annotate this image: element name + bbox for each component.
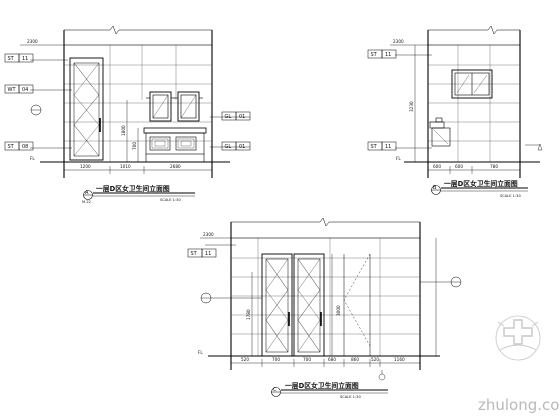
floor-level-mark: FL (198, 350, 203, 355)
tag-code: GL (225, 144, 232, 150)
top-dimension: 2300 (203, 232, 214, 237)
tag-number: 11 (385, 144, 391, 150)
index-letter: B (433, 185, 437, 191)
tag-number: 04 (22, 87, 28, 93)
bottom-dimension: 680 (328, 357, 336, 362)
mirror-left (146, 91, 175, 122)
vanity-side-profile (429, 117, 451, 147)
vertical-dimension: 1800 (121, 125, 126, 136)
bottom-dimension: 600 (433, 164, 441, 169)
watermark-logo (495, 315, 541, 361)
tag-number: 08 (22, 144, 28, 150)
vertical-dimension: 1780 (246, 309, 251, 320)
top-dimension: 2300 (27, 39, 38, 44)
bottom-dimension: 700 (303, 357, 311, 362)
tag-code: ST (8, 144, 15, 150)
tag-number: 11 (205, 251, 211, 257)
elevation-c-tags: ST 11 2300 FL 1780 3000 520 700 700 680 … (187, 232, 405, 399)
door-c-left (261, 253, 293, 357)
tag-number: 11 (385, 52, 391, 58)
index-letter: C (273, 387, 277, 393)
elevation-b (390, 25, 543, 195)
tag-number: 01 (239, 114, 245, 120)
tag-code: ST (371, 144, 378, 150)
tag-code: WT (8, 87, 17, 93)
vertical-dimension: 700 (132, 142, 137, 150)
bottom-dimension: 520 (241, 357, 249, 362)
top-dimension: 2300 (393, 39, 404, 44)
bottom-dimension: 1010 (120, 164, 131, 169)
floor-level-mark: FL (30, 156, 35, 161)
window-b (451, 69, 493, 99)
mirror-right (174, 91, 203, 122)
material-tag (187, 248, 217, 258)
bottom-dimension: 700 (272, 357, 280, 362)
scale-note: SCALE 1:30 (500, 194, 521, 198)
vertical-dimension: 3000 (336, 305, 341, 316)
bottom-dimension: 780 (490, 164, 498, 169)
scale-note: SCALE 1:30 (340, 395, 361, 399)
tag-code: GL (225, 114, 232, 120)
bottom-dimension: 600 (455, 164, 463, 169)
elevation-title: 一层D区女卫生间立面图 (444, 179, 518, 188)
tag-code: ST (191, 251, 198, 257)
floor-level-mark: FL (396, 156, 401, 161)
index-letter: A (85, 190, 89, 196)
elevation-a (20, 25, 250, 200)
door-a (69, 57, 104, 161)
opening-c (343, 253, 371, 356)
tag-code: ST (8, 56, 15, 62)
watermark-text: zhulong.com (478, 396, 560, 414)
index-sheet: M-22 (82, 200, 91, 204)
door-c-right (293, 253, 325, 357)
elevation-title: 一层D区女卫生间立面图 (285, 381, 359, 390)
elevation-b-tags: ST 11 ST 11 2300 3230 FL 600 600 780 B 一… (367, 39, 521, 198)
bottom-dimension: 520 (371, 357, 379, 362)
tag-number: 11 (22, 56, 28, 62)
elevation-c (200, 217, 462, 397)
material-tag (4, 53, 251, 151)
bottom-dimension: 860 (351, 357, 359, 362)
bottom-dimension: 1160 (394, 357, 405, 362)
elevation-title: 一层D区女卫生间立面图 (96, 184, 170, 193)
bottom-dimension: 2680 (170, 164, 181, 169)
elevation-a-tags: ST 11 WT 04 ST 08 GL 01 GL 01 2300 FL 12… (4, 39, 251, 204)
vertical-dimension: 3230 (409, 101, 414, 112)
material-tag (367, 49, 397, 151)
bottom-dimension: 1200 (80, 164, 91, 169)
tag-code: ST (371, 52, 378, 58)
vanity-counter (143, 127, 207, 162)
scale-note: SCALE 1:30 (160, 198, 181, 202)
tag-number: 01 (239, 144, 245, 150)
